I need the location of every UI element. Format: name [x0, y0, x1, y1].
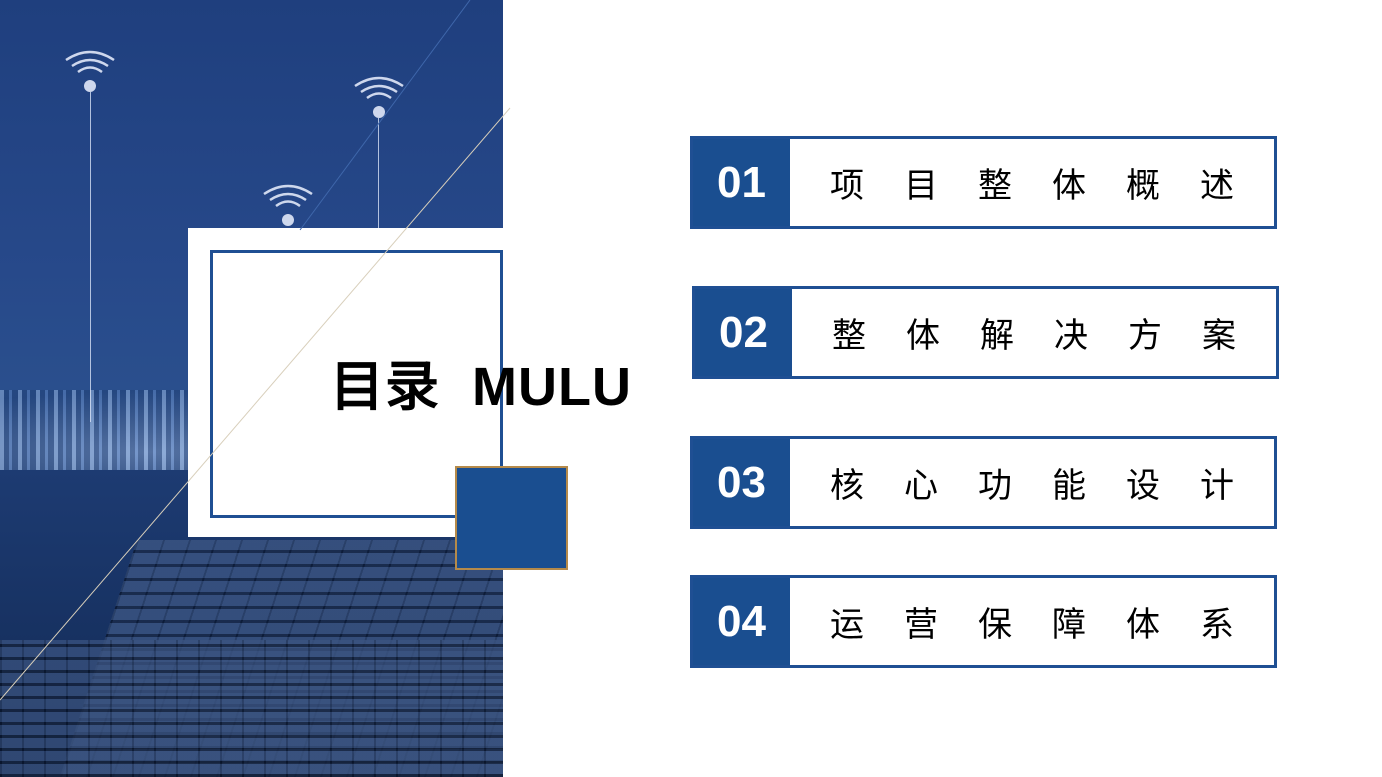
menu-item-number: 02: [695, 289, 792, 376]
signal-pole: [90, 92, 91, 422]
page-title: 目录 MULU: [330, 357, 632, 417]
menu-item-number: 01: [693, 139, 790, 226]
wifi-signal-icon: [354, 76, 404, 118]
menu-item-label: 项目整体概述: [830, 166, 1274, 206]
menu-item-03[interactable]: 03 核心功能设计: [690, 436, 1277, 529]
menu-item-label: 核心功能设计: [830, 466, 1274, 506]
menu-item-number: 04: [693, 578, 790, 665]
wifi-signal-icon: [65, 50, 115, 92]
menu-item-04[interactable]: 04 运营保障体系: [690, 575, 1277, 668]
menu-item-01[interactable]: 01 项目整体概述: [690, 136, 1277, 229]
city-skyline: [0, 390, 190, 480]
decorative-blue-square: [455, 466, 568, 570]
signal-pole: [378, 118, 379, 230]
menu-item-label: 整体解决方案: [832, 316, 1276, 356]
container-stacks: [0, 640, 503, 777]
wifi-signal-icon: [263, 184, 313, 226]
menu-item-label: 运营保障体系: [830, 605, 1274, 645]
menu-item-02[interactable]: 02 整体解决方案: [692, 286, 1279, 379]
menu-item-number: 03: [693, 439, 790, 526]
